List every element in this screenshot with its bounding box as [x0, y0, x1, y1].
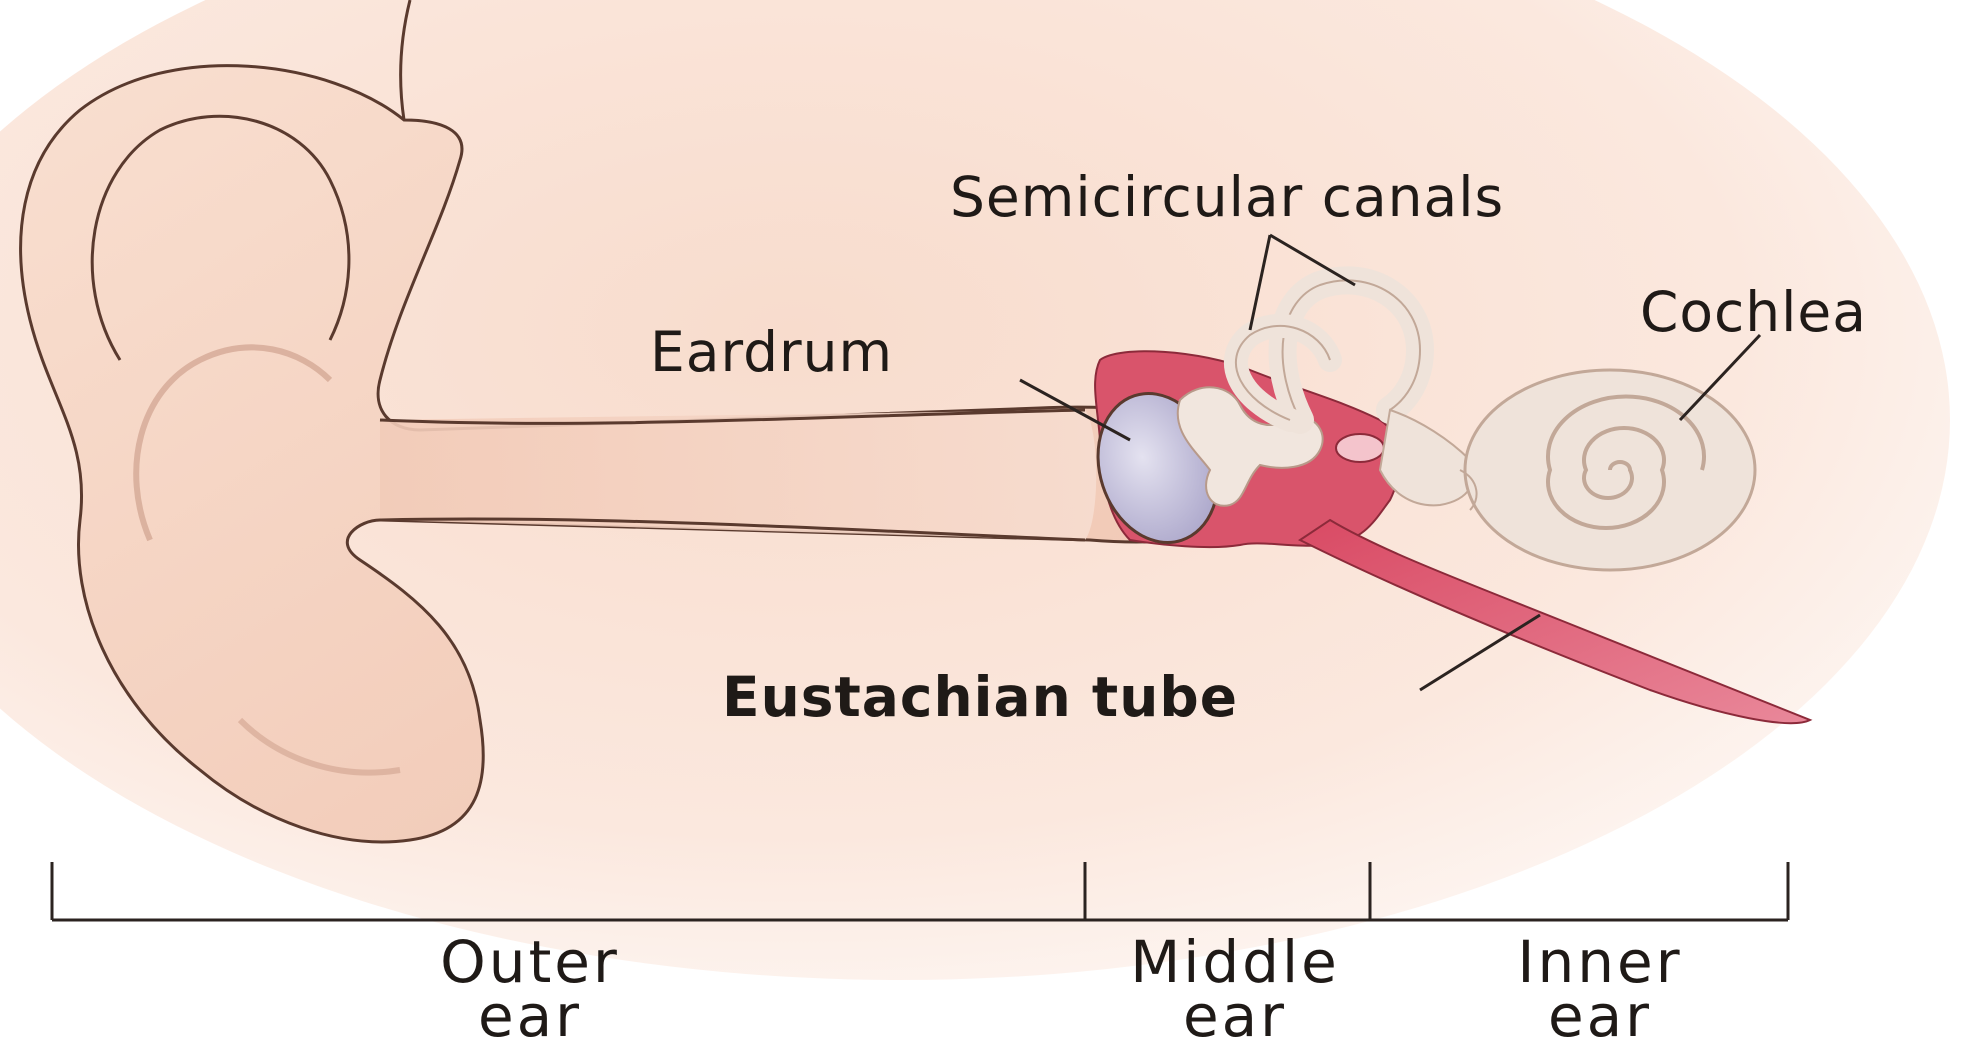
- middle-ear-line1: Middle: [1085, 935, 1385, 989]
- label-eardrum: Eardrum: [650, 320, 893, 384]
- label-semicircular-canals: Semicircular canals: [950, 165, 1504, 229]
- label-eustachian-tube: Eustachian tube: [722, 665, 1238, 729]
- label-cochlea: Cochlea: [1640, 280, 1867, 344]
- inner-ear-line2: ear: [1450, 989, 1750, 1039]
- outer-ear-line1: Outer: [380, 935, 680, 989]
- label-middle-ear: Middle ear: [1085, 935, 1385, 1039]
- oval-window: [1336, 434, 1384, 462]
- label-outer-ear: Outer ear: [380, 935, 680, 1039]
- label-inner-ear: Inner ear: [1450, 935, 1750, 1039]
- inner-ear-line1: Inner: [1450, 935, 1750, 989]
- outer-ear-line2: ear: [380, 989, 680, 1039]
- middle-ear-line2: ear: [1085, 989, 1385, 1039]
